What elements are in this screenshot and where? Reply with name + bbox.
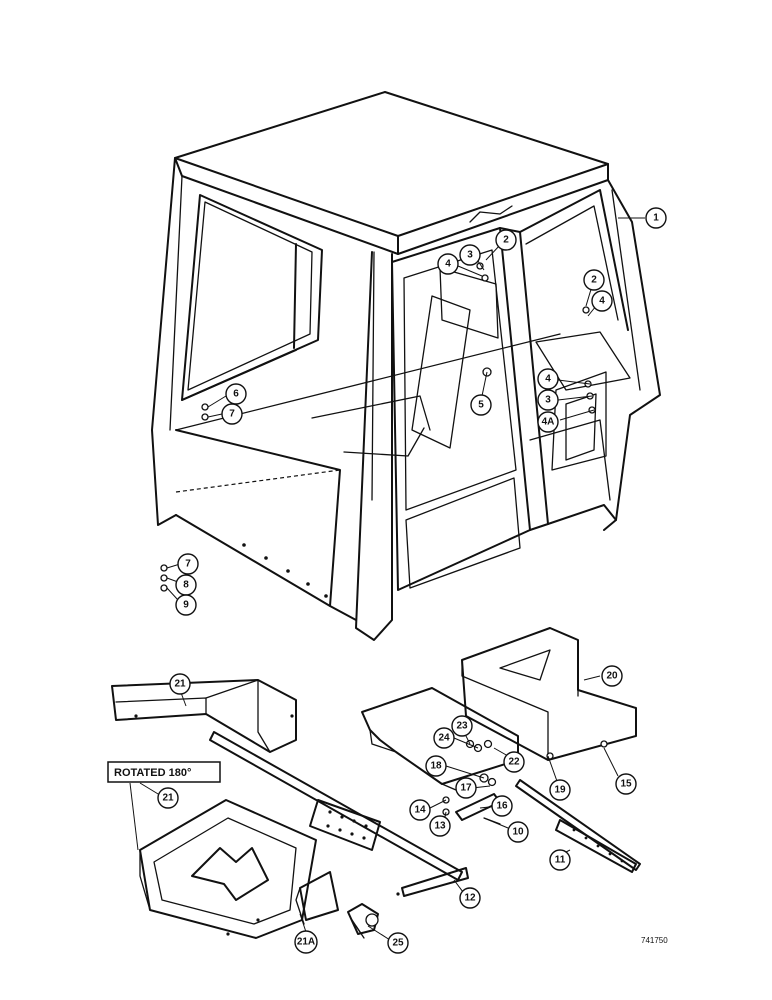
callout-9: 9 xyxy=(175,594,197,616)
svg-text:1: 1 xyxy=(653,213,659,224)
callout-4b: 4 xyxy=(591,290,613,312)
callout-17: 17 xyxy=(455,777,477,799)
leader-lines xyxy=(129,217,645,941)
svg-text:3: 3 xyxy=(467,250,473,261)
callout-12: 12 xyxy=(459,887,481,909)
rotated-label-text: ROTATED 180° xyxy=(114,767,191,779)
svg-text:12: 12 xyxy=(464,893,476,904)
callout-7: 7 xyxy=(221,403,243,425)
svg-text:16: 16 xyxy=(496,801,508,812)
svg-text:7: 7 xyxy=(185,559,191,570)
callout-25: 25 xyxy=(387,932,409,954)
callout-6: 6 xyxy=(225,383,247,405)
svg-text:4: 4 xyxy=(599,296,605,307)
svg-text:19: 19 xyxy=(554,785,566,796)
callout-2: 2 xyxy=(495,229,517,251)
svg-text:11: 11 xyxy=(555,855,566,866)
callout-2b: 2 xyxy=(583,269,605,291)
svg-text:21A: 21A xyxy=(297,937,315,948)
svg-text:21: 21 xyxy=(162,793,174,804)
svg-text:8: 8 xyxy=(183,580,189,591)
svg-text:17: 17 xyxy=(460,783,472,794)
cab-assembly xyxy=(151,91,661,641)
callout-18: 18 xyxy=(425,755,447,777)
lower-parts xyxy=(111,627,641,939)
svg-text:24: 24 xyxy=(438,733,450,744)
callout-21a: 21A xyxy=(294,930,318,954)
callout-21b: 21 xyxy=(157,787,179,809)
svg-text:4: 4 xyxy=(445,259,451,270)
callout-16: 16 xyxy=(491,795,513,817)
callout-4c: 4 xyxy=(537,368,559,390)
callout-20: 20 xyxy=(601,665,623,687)
callout-13: 13 xyxy=(429,815,451,837)
figure-id: 741750 xyxy=(641,936,668,945)
svg-text:20: 20 xyxy=(606,671,618,682)
svg-text:4: 4 xyxy=(545,374,551,385)
svg-text:13: 13 xyxy=(434,821,446,832)
svg-text:25: 25 xyxy=(392,938,404,949)
svg-text:7: 7 xyxy=(229,409,235,420)
svg-text:22: 22 xyxy=(508,757,520,768)
callout-5: 5 xyxy=(470,394,492,416)
callout-3: 3 xyxy=(459,244,481,266)
callout-4: 4 xyxy=(437,253,459,275)
callout-11: 11 xyxy=(549,849,571,871)
svg-text:10: 10 xyxy=(512,827,524,838)
callout-21: 21 xyxy=(169,673,191,695)
svg-text:15: 15 xyxy=(620,779,632,790)
callout-4a: 4A xyxy=(537,411,559,433)
svg-text:21: 21 xyxy=(174,679,186,690)
svg-text:2: 2 xyxy=(503,235,509,246)
callout-8: 8 xyxy=(175,574,197,596)
callout-22: 22 xyxy=(503,751,525,773)
callout-14: 14 xyxy=(409,799,431,821)
svg-text:18: 18 xyxy=(430,761,442,772)
callout-23: 23 xyxy=(451,715,473,737)
svg-text:23: 23 xyxy=(456,721,468,732)
svg-text:14: 14 xyxy=(414,805,426,816)
svg-text:9: 9 xyxy=(183,600,189,611)
svg-text:3: 3 xyxy=(545,395,551,406)
callout-15: 15 xyxy=(615,773,637,795)
svg-text:6: 6 xyxy=(233,389,239,400)
callout-19: 19 xyxy=(549,779,571,801)
svg-text:4A: 4A xyxy=(542,417,555,428)
callout-10: 10 xyxy=(507,821,529,843)
svg-text:5: 5 xyxy=(478,400,484,411)
callout-24: 24 xyxy=(433,727,455,749)
callout-1: 1 xyxy=(645,207,667,229)
svg-text:2: 2 xyxy=(591,275,597,286)
callout-7b: 7 xyxy=(177,553,199,575)
callout-3b: 3 xyxy=(537,389,559,411)
rotated-180-label: ROTATED 180° xyxy=(107,761,221,783)
